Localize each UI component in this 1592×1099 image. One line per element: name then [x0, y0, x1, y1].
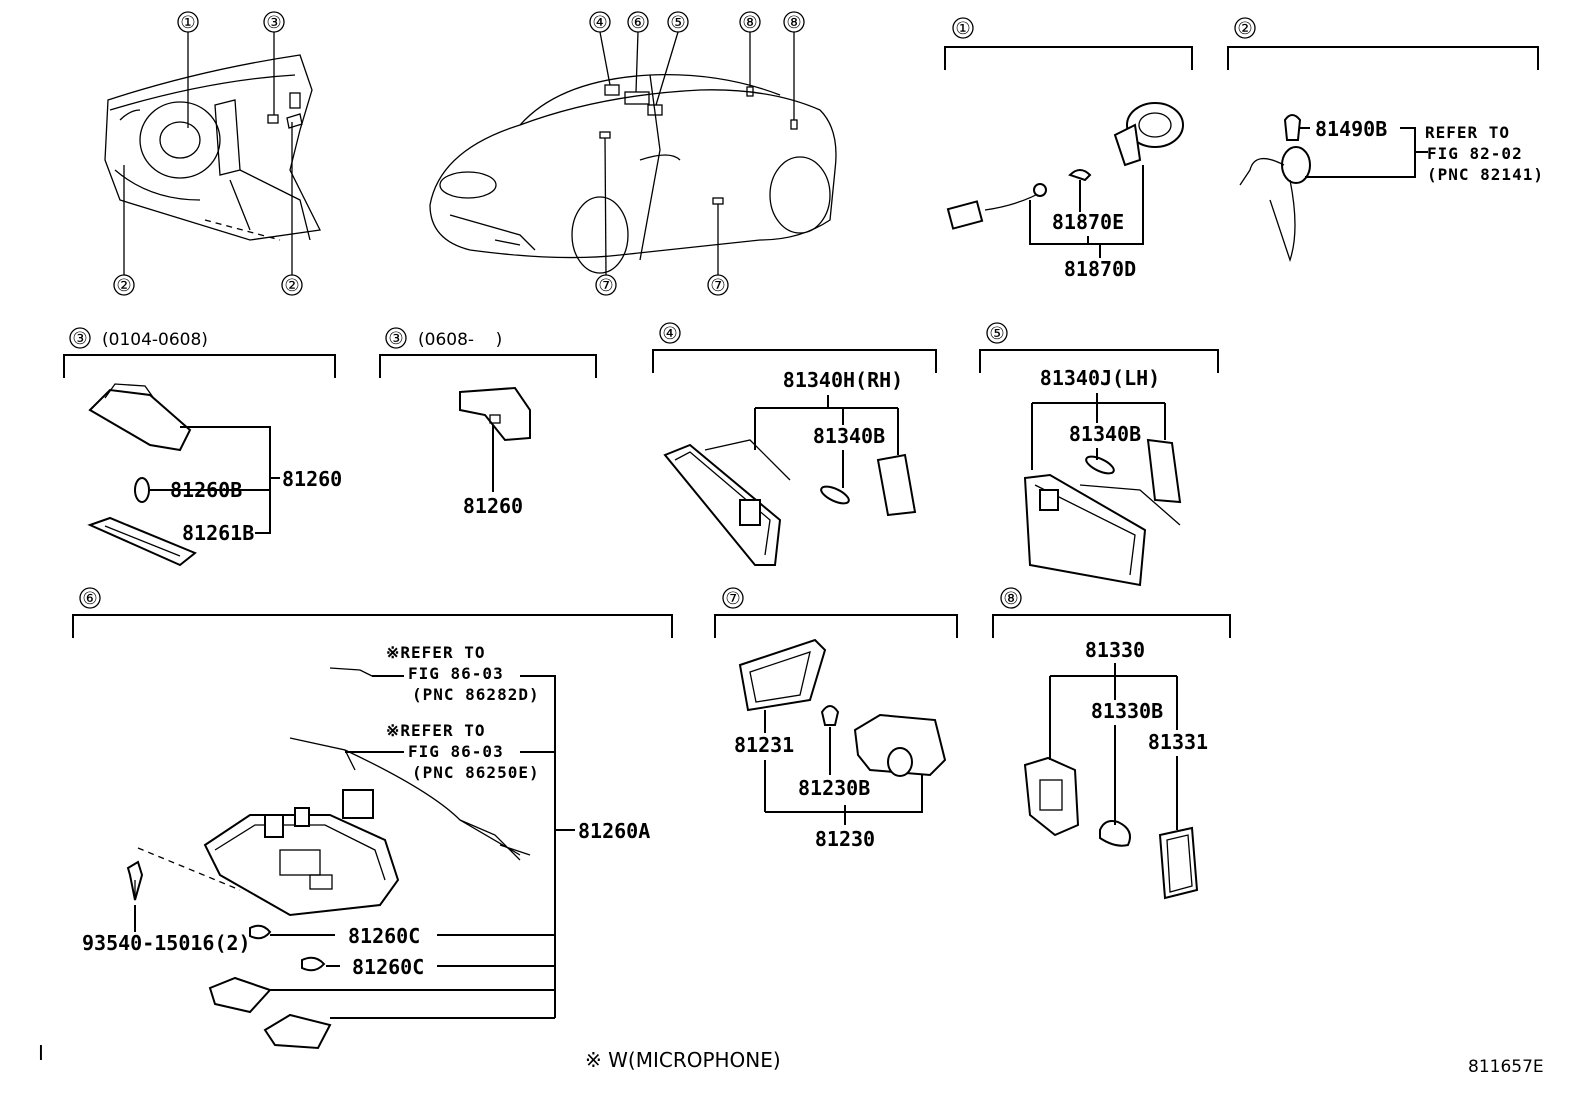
part-81490B: 81490B: [1315, 117, 1387, 141]
section-3b-marker: ③: [388, 329, 403, 349]
section-5-bracket: [979, 349, 1219, 373]
section-1: ① 81870E 81870D: [944, 17, 1193, 281]
part-81230B: 81230B: [798, 776, 870, 800]
part-81340J: 81340J(LH): [1040, 366, 1160, 390]
refer2-line-2: FIG 86-03: [408, 742, 504, 761]
car-overview-illustration: [429, 74, 837, 274]
part-81260C-2: 81260C: [352, 955, 424, 979]
part-81340B-rh: 81340B: [813, 424, 885, 448]
section-7-marker: ⑦: [725, 589, 740, 609]
section-2-marker: ②: [1237, 19, 1252, 39]
callout-5: ⑤: [670, 13, 685, 33]
vanity-light-lh: [1023, 438, 1182, 587]
part-81260A: 81260A: [578, 819, 650, 843]
callout-6: ⑥: [630, 13, 645, 33]
refer1-line-2: FIG 86-03: [408, 664, 504, 683]
part-81870E: 81870E: [1052, 210, 1124, 234]
part-81870D: 81870D: [1064, 257, 1136, 281]
section-3a-range: (0104-0608): [102, 330, 208, 350]
dashboard-overview-illustration: [104, 54, 321, 241]
section-3b-range: (0608- ): [418, 330, 502, 350]
section-1-marker: ①: [955, 19, 970, 39]
section-5: ⑤ 81340J(LH) 81340B: [979, 322, 1219, 587]
refer-line-2: FIG 82-02: [1427, 144, 1523, 163]
section-7-bracket: [714, 614, 958, 638]
callout-8-right: ⑧: [786, 13, 801, 33]
section-2-bracket: [1227, 46, 1539, 70]
section-8-bracket: [992, 614, 1231, 638]
part-81260-3b: 81260: [463, 494, 523, 518]
section-3a-bracket: [63, 354, 336, 378]
section-6: ⑥ ※REFER TO FIG 86-03 (PNC 86282D): [72, 587, 673, 1050]
callout-7-left: ⑦: [598, 276, 613, 296]
part-81260C-1: 81260C: [348, 924, 420, 948]
figure-code: 811657E: [1468, 1057, 1544, 1077]
part-81231: 81231: [734, 733, 794, 757]
license-light-assembly: [87, 383, 197, 567]
part-81260-3a: 81260: [282, 467, 342, 491]
part-81340B-lh: 81340B: [1069, 422, 1141, 446]
section-2: ② 81490B REFER TO FIG 82-02 (PNC 82141): [1227, 17, 1544, 263]
footer-note: ※ W(MICROPHONE): [585, 1048, 781, 1072]
section-8: ⑧ 81330 81330B 81331: [992, 587, 1231, 900]
callout-1: ①: [180, 13, 195, 33]
section-4-bracket: [652, 349, 937, 373]
ignition-key-light-assembly: [946, 102, 1184, 230]
dome-light-assembly: [126, 667, 531, 1050]
section-8-marker: ⑧: [1003, 589, 1018, 609]
section-3b: ③ (0608- ) 81260: [379, 327, 597, 518]
refer-line-3: (PNC 82141): [1427, 165, 1544, 184]
section-3b-bracket: [379, 354, 597, 378]
part-81261B: 81261B: [182, 521, 254, 545]
dashboard-callouts: ① ③ ② ②: [113, 11, 303, 296]
section-1-bracket: [944, 46, 1193, 70]
refer1-line-1: ※REFER TO: [386, 643, 485, 662]
part-81331: 81331: [1148, 730, 1208, 754]
section-7: ⑦ 81231 81230B 81230: [714, 587, 958, 851]
part-81260B: 81260B: [170, 478, 242, 502]
refer2-line-3: (PNC 86250E): [412, 763, 540, 782]
callout-2-right: ②: [284, 276, 299, 296]
section-6-bracket: [72, 614, 673, 638]
callout-4: ④: [592, 13, 607, 33]
socket-wire-assembly: [1239, 114, 1311, 263]
part-81340H: 81340H(RH): [783, 368, 903, 392]
section-4-marker: ④: [662, 324, 677, 344]
section-5-marker: ⑤: [989, 324, 1004, 344]
callout-8-left: ⑧: [742, 13, 757, 33]
callout-3: ③: [266, 13, 281, 33]
footer-mark: I: [38, 1041, 44, 1065]
license-light-new: [459, 386, 531, 442]
refer2-line-1: ※REFER TO: [386, 721, 485, 740]
vanity-light-rh: [663, 439, 917, 566]
refer-line-1: REFER TO: [1425, 123, 1510, 142]
part-81330: 81330: [1085, 638, 1145, 662]
part-93540-15016: 93540-15016(2): [82, 931, 251, 955]
car-callouts: ④ ⑥ ⑤ ⑧ ⑧ ⑦ ⑦: [589, 11, 805, 296]
part-81330B: 81330B: [1091, 699, 1163, 723]
section-4: ④ 81340H(RH) 81340B: [652, 322, 937, 566]
courtesy-light-assembly: [738, 638, 947, 777]
callout-7-right: ⑦: [710, 276, 725, 296]
trunk-light-assembly: [1023, 756, 1199, 900]
part-81230: 81230: [815, 827, 875, 851]
section-3a-marker: ③: [72, 329, 87, 349]
refer1-line-3: (PNC 86282D): [412, 685, 540, 704]
callout-2-left: ②: [116, 276, 131, 296]
section-6-marker: ⑥: [82, 589, 97, 609]
section-3a: ③ (0104-0608) 81260B 81260 81261B: [63, 327, 342, 567]
